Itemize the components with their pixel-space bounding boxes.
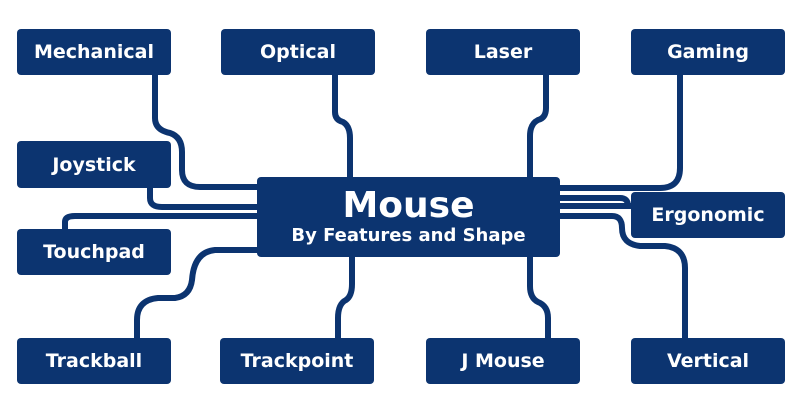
connector-trackpoint bbox=[335, 252, 355, 343]
connector-laser bbox=[527, 72, 549, 183]
center-subtitle: By Features and Shape bbox=[291, 225, 526, 246]
node-touchpad: Touchpad bbox=[17, 229, 171, 275]
node-gaming: Gaming bbox=[631, 29, 785, 75]
node-ergonomic: Ergonomic bbox=[631, 192, 785, 238]
node-vertical: Vertical bbox=[631, 338, 785, 384]
node-jmouse: J Mouse bbox=[426, 338, 580, 384]
connector-touchpad bbox=[62, 213, 263, 232]
node-mechanical: Mechanical bbox=[17, 29, 171, 75]
center-title: Mouse bbox=[342, 185, 475, 226]
connector-mechanical bbox=[152, 72, 263, 190]
node-laser: Laser bbox=[426, 29, 580, 75]
connector-jmouse bbox=[527, 252, 551, 343]
node-joystick: Joystick bbox=[17, 141, 171, 188]
node-optical: Optical bbox=[221, 29, 375, 75]
connector-optical bbox=[332, 72, 353, 183]
connector-gaming bbox=[555, 72, 683, 191]
connector-joystick bbox=[147, 185, 263, 210]
connector-vertical bbox=[555, 213, 688, 343]
node-trackpoint: Trackpoint bbox=[220, 338, 374, 384]
node-trackball: Trackball bbox=[17, 338, 171, 384]
connector-trackball bbox=[134, 247, 263, 343]
center-node: Mouse By Features and Shape bbox=[257, 177, 560, 257]
